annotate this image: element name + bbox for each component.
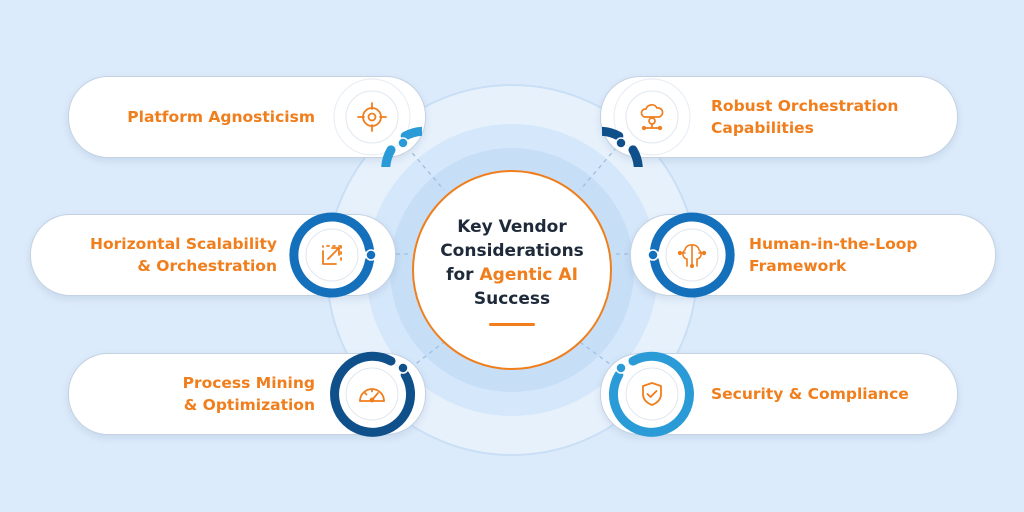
- ring-dot: [397, 137, 409, 149]
- center-title: Key Vendor Considerations for Agentic AI…: [440, 216, 584, 309]
- ring-dot: [615, 137, 627, 149]
- ring-dot: [397, 362, 409, 374]
- cloud-network-icon: [632, 97, 672, 137]
- ring-arc: [330, 351, 416, 437]
- ring-arc: [608, 351, 694, 437]
- ring-arc: [650, 212, 735, 298]
- ring-platform-agnosticism: [333, 78, 422, 167]
- pill-label-security-compliance: Security & Compliance: [711, 385, 909, 403]
- center-circle: Key Vendor Considerations for Agentic AI…: [412, 170, 612, 370]
- pill-label-human-in-the-loop: Human-in-the-Loop Framework: [749, 235, 918, 275]
- pill-label-horizontal-scalability: Horizontal Scalability & Orchestration: [90, 235, 277, 275]
- ring-arc: [289, 212, 374, 298]
- brain-circuit-icon: [672, 235, 712, 275]
- pill-label-robust-orchestration: Robust Orchestration Capabilities: [711, 97, 899, 137]
- speedometer-icon: [352, 374, 392, 414]
- center-underline: [489, 322, 535, 326]
- ring-security-compliance: [608, 351, 694, 437]
- center-title-highlight: Agentic AI: [479, 264, 578, 285]
- crosshair-icon: [352, 97, 392, 137]
- pill-label-process-mining: Process Mining & Optimization: [182, 374, 315, 414]
- ring-dot: [365, 249, 377, 261]
- ring-dot: [615, 362, 627, 374]
- ring-dot: [647, 249, 659, 261]
- scale-arrow-icon: [312, 235, 352, 275]
- pill-label-platform-agnosticism: Platform Agnosticism: [127, 108, 315, 126]
- shield-check-icon: [632, 374, 672, 414]
- ring-process-mining: [330, 351, 416, 437]
